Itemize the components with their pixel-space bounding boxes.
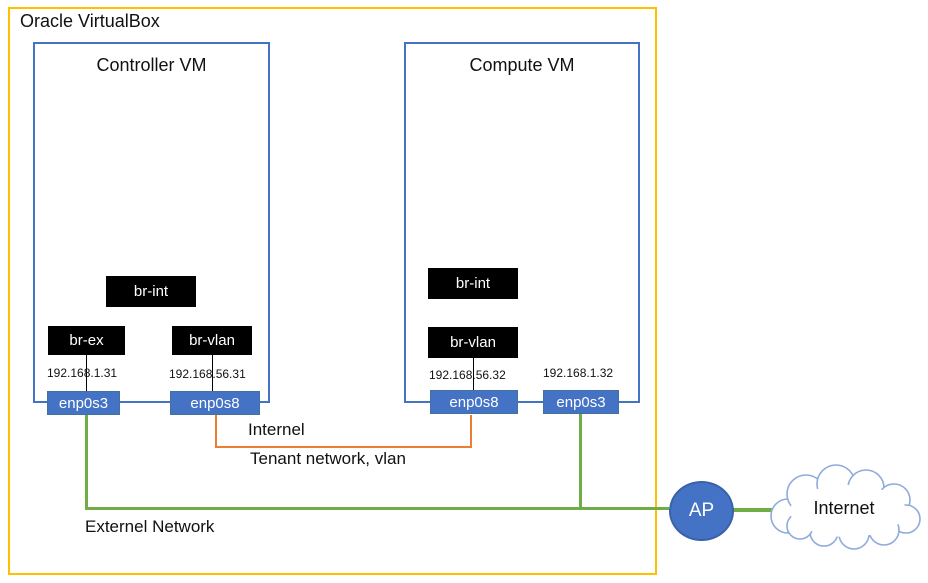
compute-enp0s8-ip: 192.168.56.32 [429,368,506,382]
tenant-network-line [215,415,472,448]
ap-to-internet-line [733,508,775,512]
external-network-label: Externel Network [85,517,215,536]
compute-enp0s3-ip: 192.168.1.32 [543,366,614,380]
tenant-network-label: Tenant network, vlan [250,449,406,468]
controller-enp0s8-ip: 192.168.56.31 [169,367,246,381]
access-point-node: AP [669,481,734,541]
controller-brex-to-enp0s3-line [86,355,87,391]
controller-vm-box: Controller VM [33,42,270,403]
external-network-line-horizontal [85,507,669,510]
compute-vm-box: Compute VM [404,42,640,403]
controller-vm-title: Controller VM [96,55,207,75]
access-point-label: AP [688,500,715,521]
compute-vm-title: Compute VM [469,55,575,75]
controller-enp0s3-ip: 192.168.1.31 [47,366,118,380]
compute-enp0s8-nic: enp0s8 [430,390,518,414]
internet-cloud-icon [770,464,921,550]
controller-br-ex-box: br-ex [48,326,125,355]
compute-brvlan-to-enp0s8-line [473,358,474,390]
compute-enp0s3-nic: enp0s3 [543,390,619,414]
virtualbox-host-label: Oracle VirtualBox [20,11,160,31]
external-network-line-controller [85,415,88,510]
internet-label: Internet [813,498,875,518]
controller-br-vlan-box: br-vlan [172,326,252,355]
controller-enp0s3-nic: enp0s3 [47,391,120,415]
controller-enp0s8-nic: enp0s8 [170,391,260,415]
virtualbox-host-box [8,7,657,575]
controller-br-int-box: br-int [106,276,196,307]
external-network-line-compute [579,414,582,510]
controller-brvlan-to-enp0s8-line [212,355,213,391]
compute-br-vlan-box: br-vlan [428,327,518,358]
internal-network-label: Internel [248,420,305,439]
compute-br-int-box: br-int [428,268,518,299]
